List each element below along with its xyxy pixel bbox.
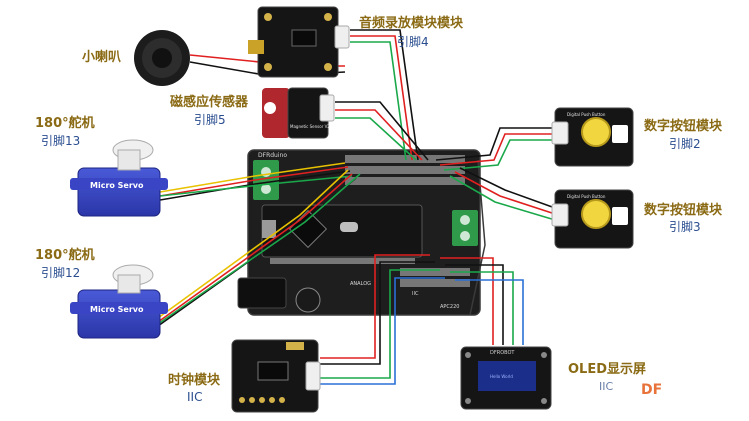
servo2-body-text: Micro Servo xyxy=(90,305,144,314)
servo1-body-text: Micro Servo xyxy=(90,181,144,190)
magnetic-sensor-module: Magnetic Sensor V2 xyxy=(262,87,335,139)
terminal-block-left xyxy=(253,160,279,200)
oled-brand: DFROBOT xyxy=(490,350,515,356)
oled-pin: IIC xyxy=(599,380,614,393)
button2-board-text: Digital Push Button xyxy=(567,194,606,199)
servo1-pin: 引脚13 xyxy=(41,134,81,148)
header-pins-top xyxy=(345,155,465,185)
audio-module xyxy=(248,6,350,78)
speaker-icon xyxy=(134,30,190,86)
magnetic-board-text: Magnetic Sensor V2 xyxy=(290,124,330,129)
button2-name: 数字按钮模块 xyxy=(644,203,723,218)
oled-screen xyxy=(478,361,536,391)
clock-module-pin: IIC xyxy=(187,390,203,404)
terminal-block-right xyxy=(452,210,478,246)
board-apc-label: APC220 xyxy=(440,304,459,310)
clock-module-name: 时钟模块 xyxy=(168,373,221,388)
push-button-module-1: Digital Push Button xyxy=(551,107,634,167)
oled-screen-text: Hello World xyxy=(490,374,513,379)
oled-name: OLED显示屏 xyxy=(568,362,647,377)
board-brand: DFRduino xyxy=(258,152,287,159)
servo2-pin: 引脚12 xyxy=(41,266,81,280)
button2-pin: 引脚3 xyxy=(669,220,701,234)
servo-motor-2: Micro Servo xyxy=(70,264,168,339)
board-analog-label: ANALOG xyxy=(350,281,371,287)
audio-module-name: 音频录放模块模块 xyxy=(359,16,464,31)
servo1-name: 180°舵机 xyxy=(35,116,95,131)
push-button-module-2: Digital Push Button xyxy=(551,189,634,249)
button1-name: 数字按钮模块 xyxy=(644,119,723,134)
speaker-name: 小喇叭 xyxy=(82,50,122,65)
board-iic-label: IIC xyxy=(412,291,419,297)
servo2-name: 180°舵机 xyxy=(35,248,95,263)
power-jack xyxy=(237,277,287,309)
header-pins-bottom xyxy=(270,258,470,287)
button1-board-text: Digital Push Button xyxy=(567,112,606,117)
microcontroller-chip xyxy=(288,209,328,249)
wires xyxy=(157,29,556,385)
button1-pin: 引脚2 xyxy=(669,137,701,151)
magnetic-sensor-name: 磁感应传感器 xyxy=(170,95,249,110)
clock-module xyxy=(231,339,321,413)
magnetic-sensor-pin: 引脚5 xyxy=(194,113,226,127)
capacitor xyxy=(295,287,321,313)
audio-module-pin: 引脚4 xyxy=(397,35,429,49)
df-watermark: DF xyxy=(641,382,663,398)
servo-motor-1: Micro Servo xyxy=(70,139,168,217)
oled-display-module: DFROBOT Hello World xyxy=(460,346,552,410)
